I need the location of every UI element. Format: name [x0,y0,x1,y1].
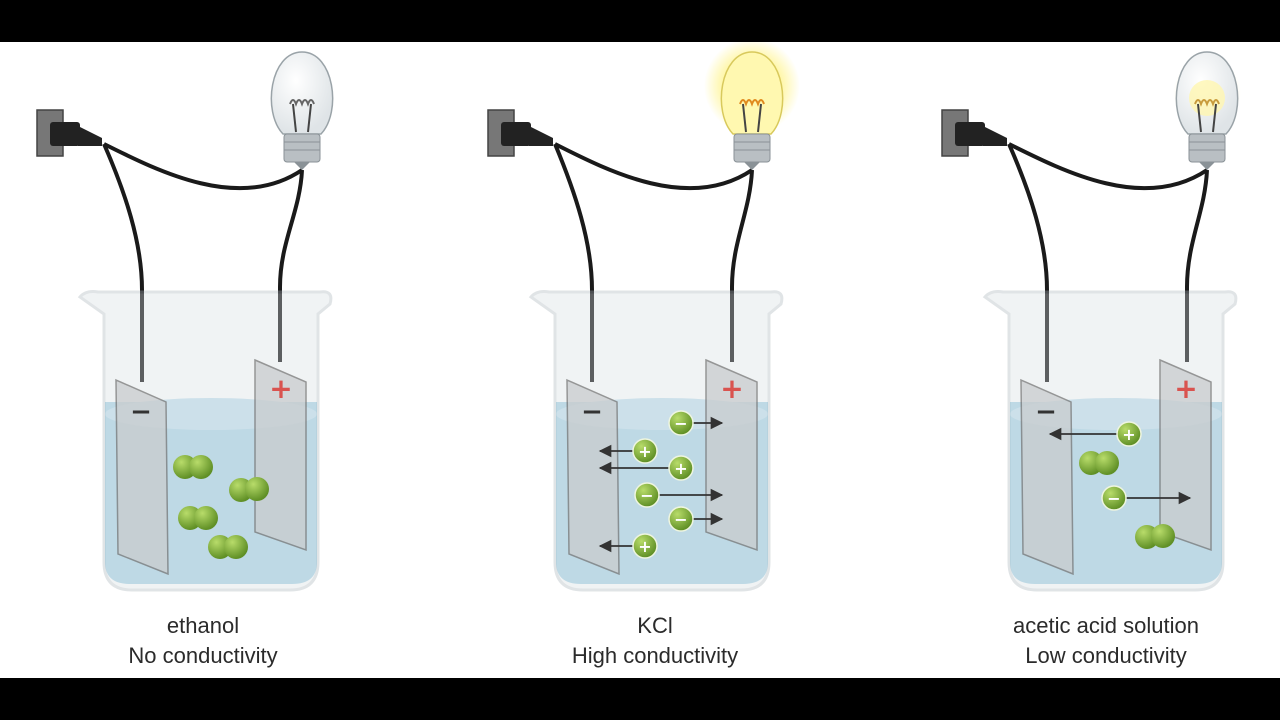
cation-label: + [638,537,651,556]
ions: + − [1101,421,1142,511]
molecules [173,455,269,559]
caption-ethanol: ethanol No conductivity [53,611,353,671]
conductivity-label: No conductivity [128,643,278,668]
conductivity-label: Low conductivity [1025,643,1187,668]
setup-kcl: − + + − − + [487,42,800,592]
letterbox-bottom [0,678,1280,720]
anion-label: − [674,414,687,433]
wires [1007,142,1209,382]
molecules [1079,451,1175,549]
diagram-canvas: − + + − − + [0,42,1280,678]
positive-sign: + [1174,372,1197,405]
setup-ethanol [36,51,334,592]
positive-sign: + [269,372,292,405]
ion-arrows [1048,427,1192,505]
wall-outlet [487,109,553,157]
negative-sign: − [130,397,152,427]
cation-label: + [674,459,687,478]
electrode-positive [254,358,307,552]
caption-acetic-acid: acetic acid solution Low conductivity [956,611,1256,671]
electrode-positive [1159,358,1212,552]
letterbox-top [0,0,1280,42]
anion-label: − [1107,489,1120,508]
negative-sign: − [581,397,603,427]
wires [102,142,304,382]
negative-sign: − [1035,397,1057,427]
light-bulb-glowing [704,42,800,170]
cation-label: + [638,442,651,461]
cation-label: + [1122,425,1135,444]
ion-arrows [598,416,724,553]
setup-acetic-acid: + − [941,51,1241,592]
wall-outlet [941,109,1007,157]
light-bulb [270,51,334,170]
diagram-svg: − + + − − + [36,42,1241,592]
wall-outlet [36,109,102,157]
wires [553,142,754,382]
electrode-negative [115,378,169,576]
conductivity-label: High conductivity [571,643,739,668]
substance-label: KCl [637,613,673,638]
anion-label: − [640,486,653,505]
electrode-negative [566,378,620,576]
anion-label: − [674,510,687,529]
electrode-positive [705,358,758,552]
caption-kcl: KCl High conductivity [505,611,805,671]
positive-sign: + [720,372,743,405]
ions: − + + − − + [632,410,694,559]
substance-label: ethanol [166,613,240,638]
light-bulb-dim [1173,51,1241,170]
substance-label: acetic acid solution [1013,613,1199,638]
